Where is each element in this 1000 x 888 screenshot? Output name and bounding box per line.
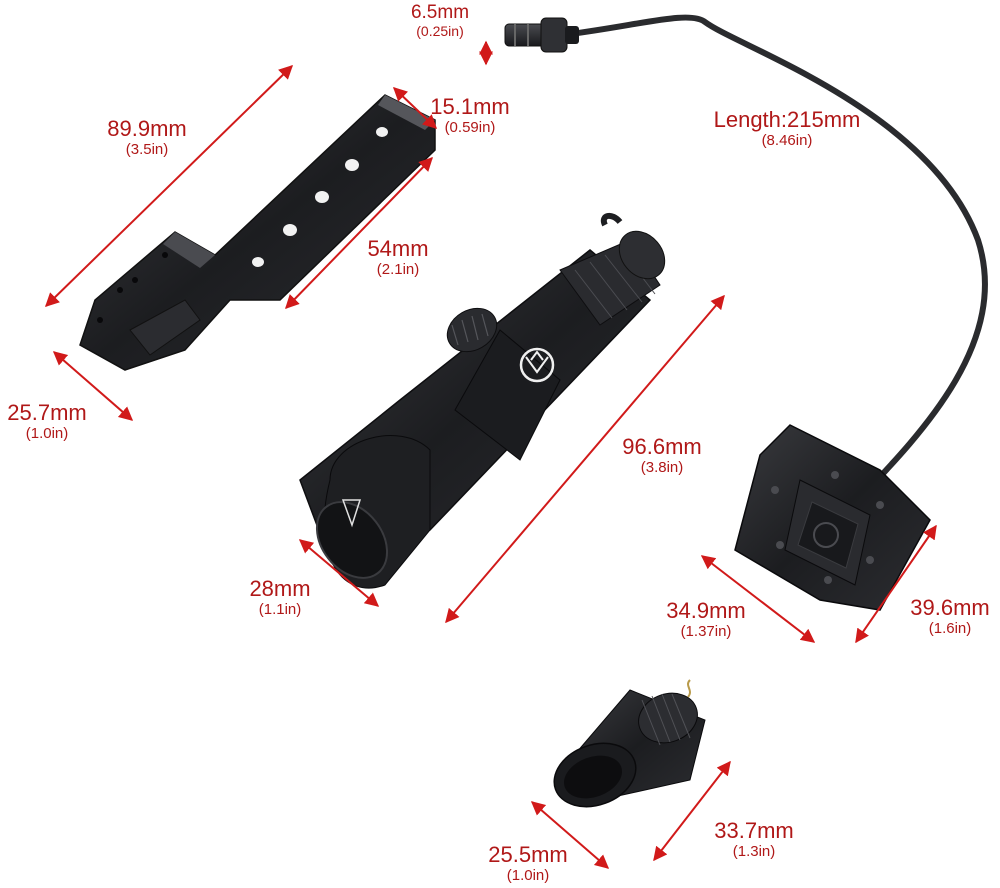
arrow-pressure-switch-width: [855, 524, 937, 644]
dimension-in: (0.59in): [444, 119, 496, 136]
arrow-mount-length: [44, 65, 294, 307]
label-pressure-switch-length: 34.9mm (1.37in): [656, 598, 756, 640]
dimension-mm: 33.7mm: [714, 818, 794, 843]
dimension-mm: 6.5mm: [410, 2, 470, 23]
label-mount-length: 89.9mm (3.5in): [92, 116, 202, 158]
dimension-in: (3.8in): [640, 459, 684, 476]
label-pressure-switch-width: 39.6mm (1.6in): [900, 595, 1000, 637]
dimension-mm: 25.5mm: [488, 842, 568, 867]
arrow-pressure-switch-length: [700, 555, 816, 643]
dimension-mm: 34.9mm: [666, 598, 746, 623]
dimension-in: (1.6in): [928, 620, 972, 637]
dimension-in: (1.1in): [258, 601, 302, 618]
dimension-in: (2.1in): [376, 261, 420, 278]
label-flashlight-length: 96.6mm (3.8in): [612, 434, 712, 476]
dimension-mm: Length:215mm: [713, 107, 861, 132]
arrow-mount-rail-length: [285, 156, 433, 310]
tail-cap: [553, 679, 706, 808]
label-flashlight-head-diameter: 28mm (1.1in): [240, 576, 320, 618]
arrow-mount-width: [392, 87, 438, 129]
label-tailcap-length: 33.7mm (1.3in): [704, 818, 804, 860]
arrow-mount-height: [52, 351, 134, 421]
label-mount-height: 25.7mm (1.0in): [0, 400, 94, 442]
remote-cable: [504, 14, 988, 503]
dimension-in: (1.0in): [25, 425, 69, 442]
dimension-mm: 25.7mm: [7, 400, 87, 425]
label-mount-width: 15.1mm (0.59in): [420, 94, 520, 136]
dimension-in: (1.37in): [680, 623, 732, 640]
dimension-mm: 28mm: [249, 576, 311, 601]
arrow-tailcap-length: [653, 760, 731, 862]
dimension-in: (0.25in): [416, 23, 464, 39]
dimension-in: (8.46in): [761, 132, 813, 149]
arrow-tailcap-diameter: [530, 801, 610, 869]
dimension-mm: 39.6mm: [910, 595, 990, 620]
label-mount-rail-length: 54mm (2.1in): [356, 236, 440, 278]
label-connector-height: 6.5mm (0.25in): [400, 3, 480, 38]
arrow-flashlight-head-diameter: [298, 539, 380, 607]
dimension-mm: 89.9mm: [107, 116, 187, 141]
dimension-mm: 15.1mm: [430, 94, 510, 119]
label-tailcap-diameter: 25.5mm (1.0in): [478, 842, 578, 884]
dimension-in: (1.0in): [506, 867, 550, 884]
dimension-mm: 96.6mm: [622, 434, 702, 459]
arrow-flashlight-length: [445, 294, 725, 624]
label-cable-length: Length:215mm (8.46in): [700, 107, 874, 149]
dimension-in: (1.3in): [732, 843, 776, 860]
dimension-mm: 54mm: [367, 236, 429, 261]
dimension-in: (3.5in): [125, 141, 169, 158]
